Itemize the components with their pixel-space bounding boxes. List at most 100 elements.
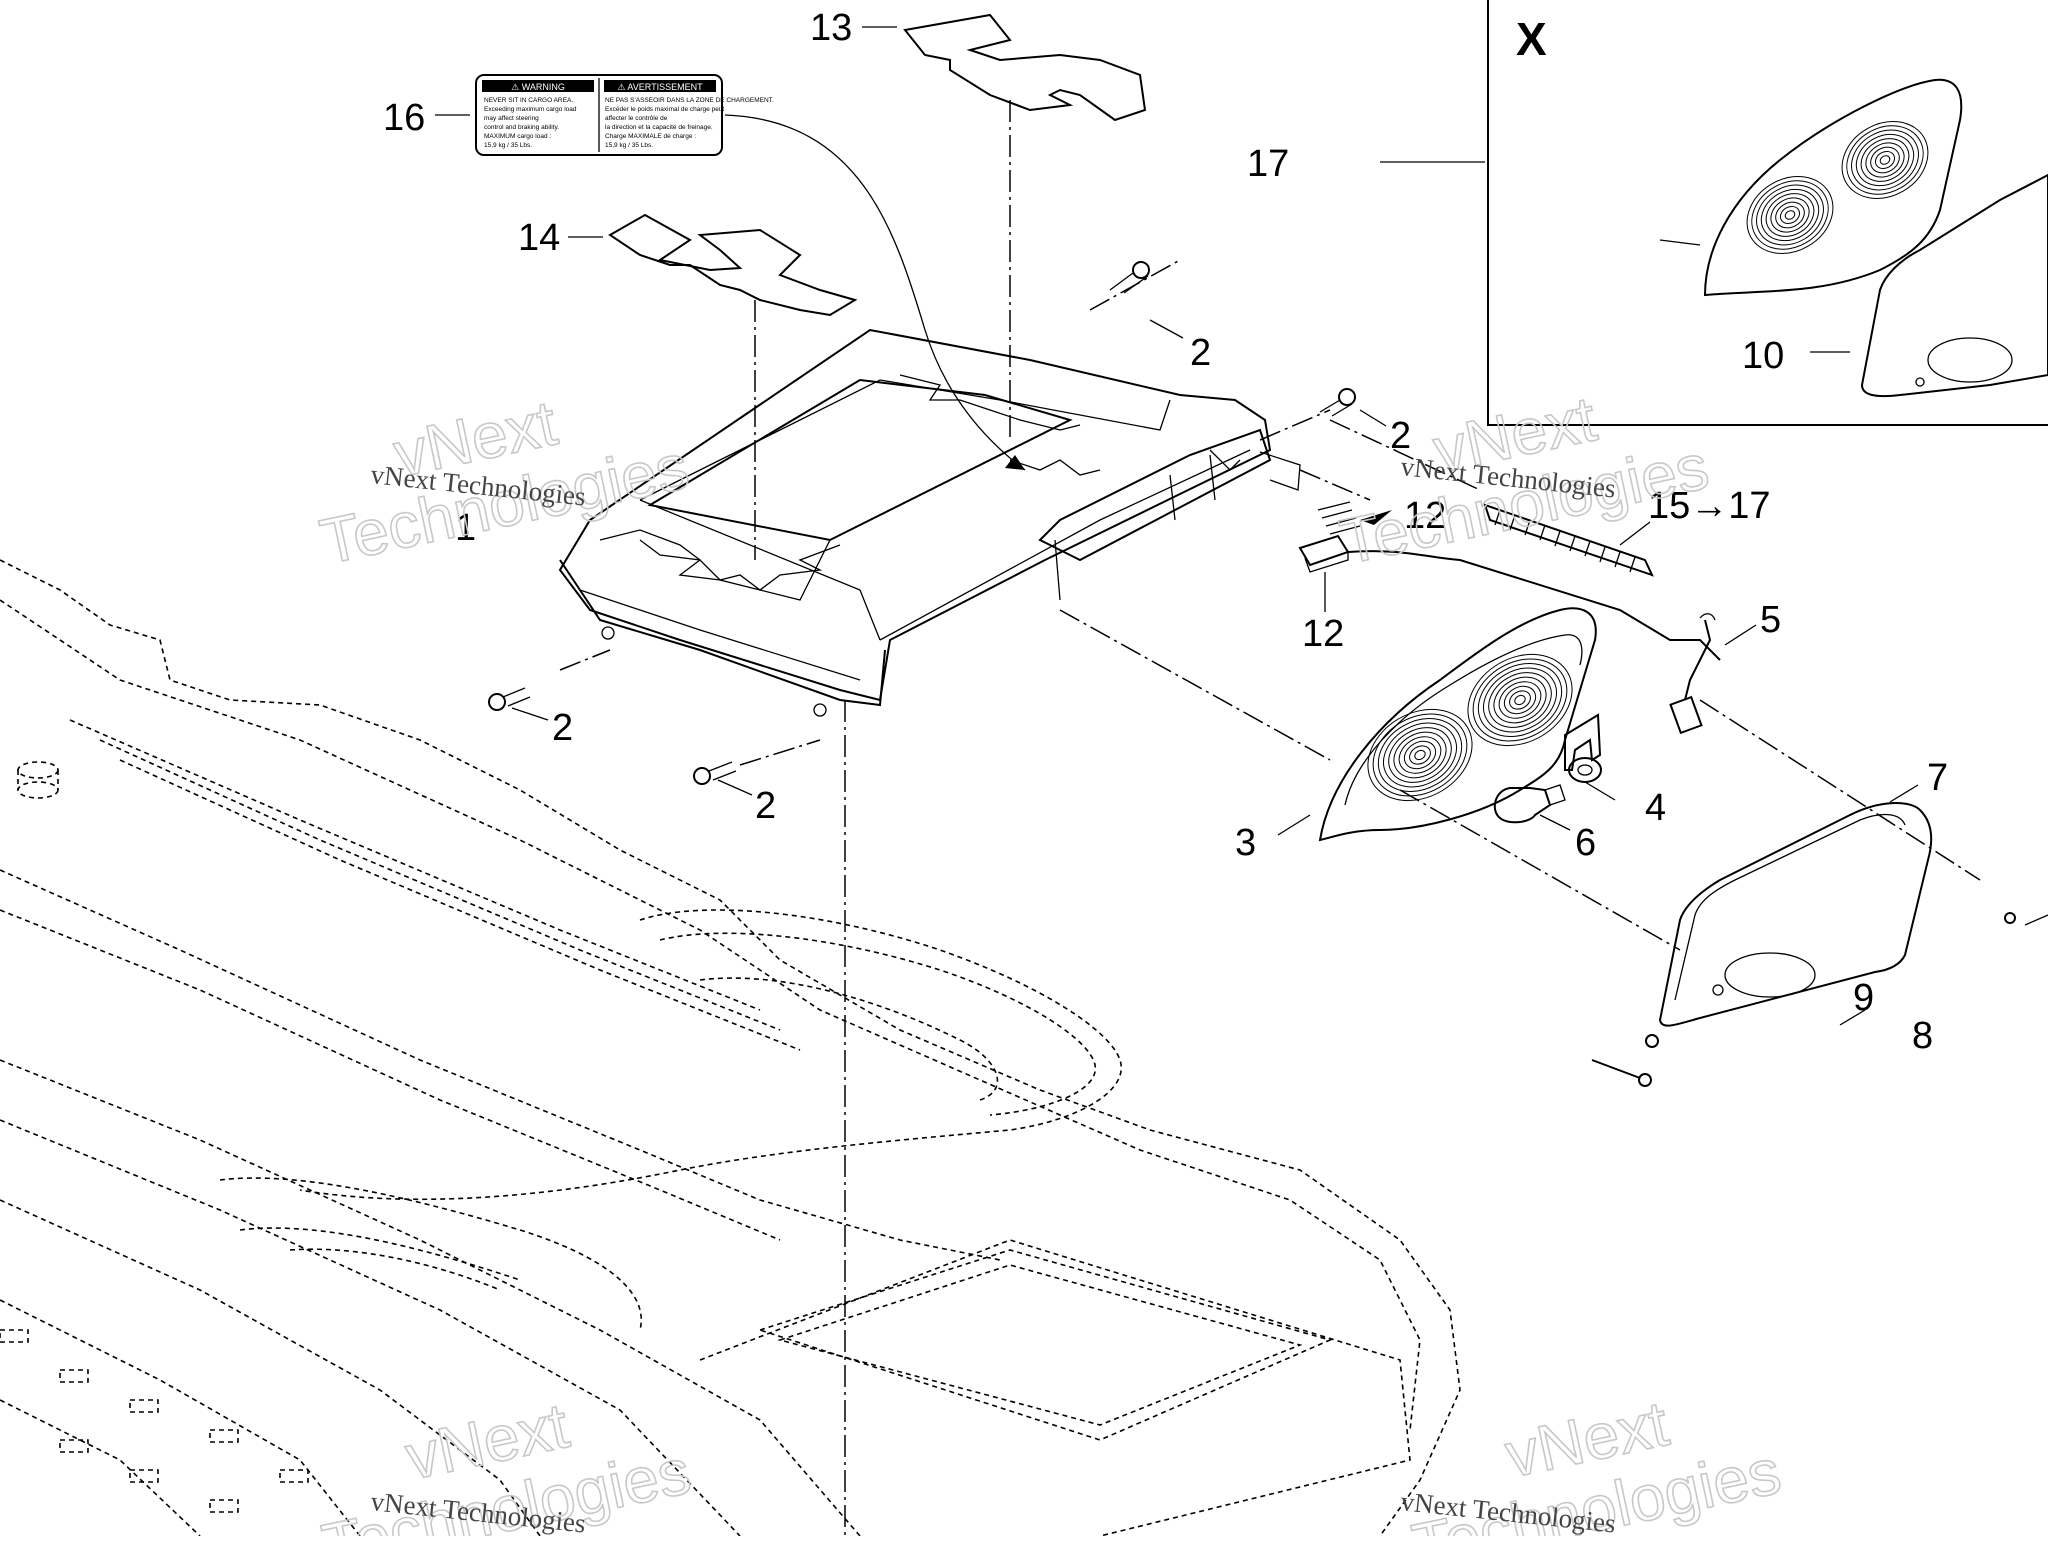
reflector-rings <box>1367 653 1573 802</box>
callout-14: 16 <box>383 97 425 139</box>
reflector-ring <box>1775 201 1805 229</box>
chassis-phantom <box>0 559 1461 1537</box>
bolt-2-top-b <box>1319 388 1356 417</box>
tunnel-slots <box>0 1329 309 1513</box>
reflector-ring <box>1765 193 1815 237</box>
callout-15-17: 17 <box>1247 143 1289 185</box>
callout-6: 6 <box>1575 822 1596 864</box>
reflector-ring <box>1409 745 1431 765</box>
reflector-ring <box>1367 708 1473 802</box>
reflector-ring <box>1403 740 1437 770</box>
reflector-ring <box>1770 197 1810 233</box>
decal-line: control and braking ability. <box>484 124 559 131</box>
reflector-ring <box>1746 176 1834 254</box>
wire-pins <box>1317 501 1361 535</box>
decal-line: la direction et la capacité de freinage. <box>605 124 713 131</box>
callout-4: 4 <box>1645 787 1666 829</box>
warning-decal: ⚠ WARNING ⚠ AVERTISSEMENT NEVER SIT IN C… <box>475 74 774 156</box>
callout-16: 10 <box>1742 335 1784 377</box>
detail-reflector-rings <box>1746 121 1929 254</box>
detail-box-label: X <box>1516 13 1547 65</box>
reflector-ring <box>1751 180 1829 250</box>
decal-line: NEVER SIT IN CARGO AREA. <box>484 97 573 104</box>
bolt-2-bottom-b <box>693 761 737 785</box>
decal-right-title: ⚠ AVERTISSEMENT <box>617 82 703 92</box>
callout-9: 9 <box>1853 977 1874 1019</box>
reflector-ring <box>1784 210 1796 220</box>
reflector-ring <box>1514 694 1526 706</box>
decal-left-text: NEVER SIT IN CARGO AREA. Exceeding maximu… <box>484 97 577 149</box>
reflector-ring <box>1779 205 1801 225</box>
tail-light-housing <box>1318 607 1597 842</box>
reflector-ring <box>1855 133 1915 187</box>
callout-1: 1 <box>455 507 476 549</box>
decal-line: MAXIMUM cargo load : <box>484 133 551 140</box>
reflector-ring <box>1879 155 1891 165</box>
coil-tube <box>1483 503 1654 577</box>
callout-13: 15→17 <box>1648 485 1771 527</box>
wire-harness <box>1347 550 1721 735</box>
callout-12-top: 13 <box>810 7 852 49</box>
decal-line: affecter le contrôle de <box>605 115 668 122</box>
rubber-pad-top <box>903 13 1147 122</box>
nut <box>1645 1034 1659 1048</box>
callout-8: 8 <box>1912 1015 1933 1057</box>
reflector-ring <box>1846 125 1924 195</box>
callout-3: 3 <box>1235 822 1256 864</box>
decal-line: Charge MAXIMALE de charge : <box>605 133 696 140</box>
reflector-ring <box>1509 690 1531 710</box>
reflector-ring <box>1860 138 1910 182</box>
reflector-ring <box>1483 667 1557 733</box>
decal-right-text: NE PAS S'ASSEOIR DANS LA ZONE DE CHARGEM… <box>605 97 774 149</box>
callout-2-top-b: 2 <box>1390 415 1411 457</box>
decal-left-title: ⚠ WARNING <box>511 82 565 92</box>
reflector-ring <box>1472 658 1568 742</box>
reflector-ring <box>1414 749 1426 761</box>
watermark-big-left: vNext Technologies <box>313 386 695 579</box>
decal-line: 15,9 kg / 35 Lbs. <box>605 142 653 149</box>
cargo-rack-body <box>558 328 1301 717</box>
reflector-ring <box>1383 722 1457 788</box>
reflector-ring <box>1388 727 1452 783</box>
reflector-ring <box>1870 146 1900 174</box>
bulb <box>1493 784 1566 824</box>
reflector-ring <box>1372 713 1468 797</box>
reflector-ring <box>1398 736 1442 774</box>
reflector-ring <box>1488 672 1552 728</box>
callout-11: 12 <box>1404 495 1446 537</box>
reflector-ring <box>1477 663 1563 737</box>
decal-line: Exceeding maximum cargo load <box>484 106 577 113</box>
tail-light-lens <box>1658 802 1933 1027</box>
callout-2-bottom-b: 2 <box>755 785 776 827</box>
decal-line: Excéder le poids maximal de charge peut <box>605 106 724 113</box>
reflector-ring <box>1760 188 1820 242</box>
reflector-ring <box>1756 184 1824 246</box>
assembly-lines <box>559 100 1981 1536</box>
reflector-ring <box>1841 121 1929 199</box>
reflector-ring <box>1865 142 1905 178</box>
screw <box>1591 1059 1652 1087</box>
reflector-ring <box>1498 681 1542 719</box>
reflector-ring <box>1377 718 1463 792</box>
callout-12-left: 14 <box>518 217 560 259</box>
decal-line: 15,9 kg / 35 Lbs. <box>484 142 532 149</box>
leader-lines <box>435 26 1919 1026</box>
reflector-ring <box>1851 129 1919 191</box>
reflector-ring <box>1874 150 1896 170</box>
detail-box-x: X <box>1487 0 2048 426</box>
reflector-ring <box>1467 653 1573 747</box>
callout-2-top-a: 2 <box>1190 332 1211 374</box>
callout-2-bottom-a: 2 <box>552 707 573 749</box>
screw-edge <box>2004 912 2048 926</box>
bolt-2-bottom-a <box>488 687 531 711</box>
reflector-ring <box>1503 685 1537 715</box>
callout-7: 7 <box>1927 757 1948 799</box>
callout-5: 5 <box>1760 599 1781 641</box>
callout-10: 12 <box>1302 613 1344 655</box>
callout-labels: 13 14 16 2 2 2 2 17 15→17 12 5 12 4 6 3 … <box>383 7 1948 1057</box>
rubber-pad-left <box>608 213 858 317</box>
reflector-ring <box>1393 731 1447 779</box>
decal-line: NE PAS S'ASSEOIR DANS LA ZONE DE CHARGEM… <box>605 97 774 104</box>
